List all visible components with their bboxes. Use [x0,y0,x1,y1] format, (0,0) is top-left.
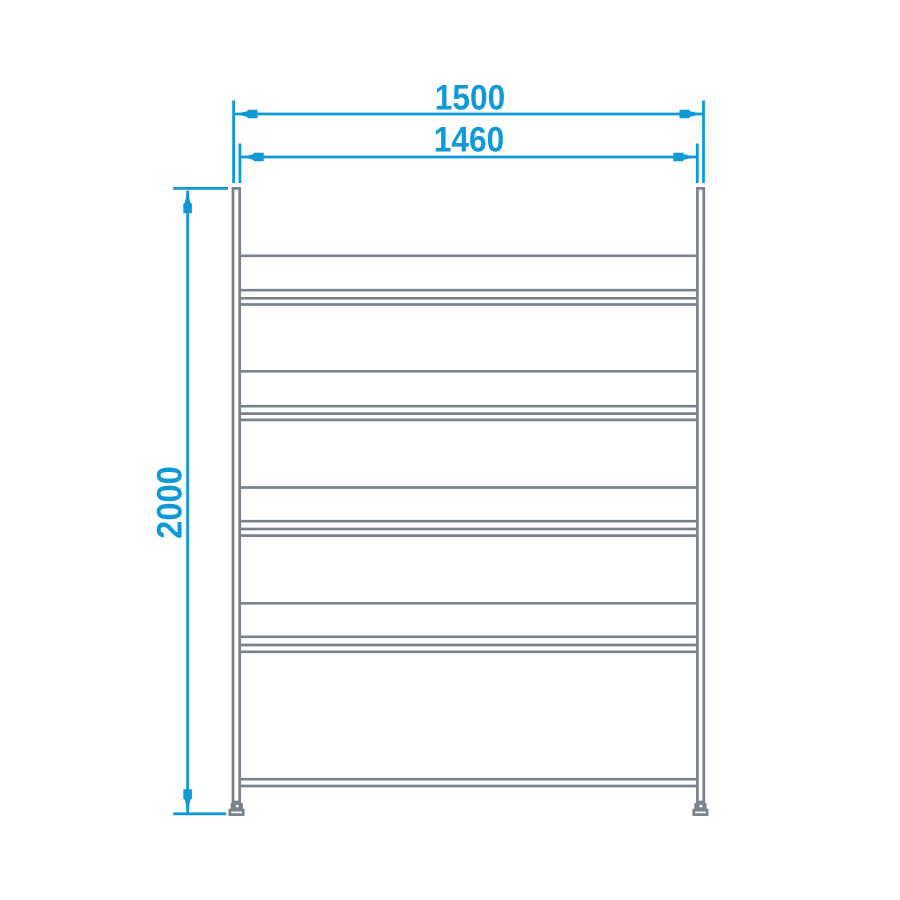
svg-text:1460: 1460 [434,121,504,160]
svg-text:1500: 1500 [435,79,505,118]
svg-text:2000: 2000 [150,466,189,539]
